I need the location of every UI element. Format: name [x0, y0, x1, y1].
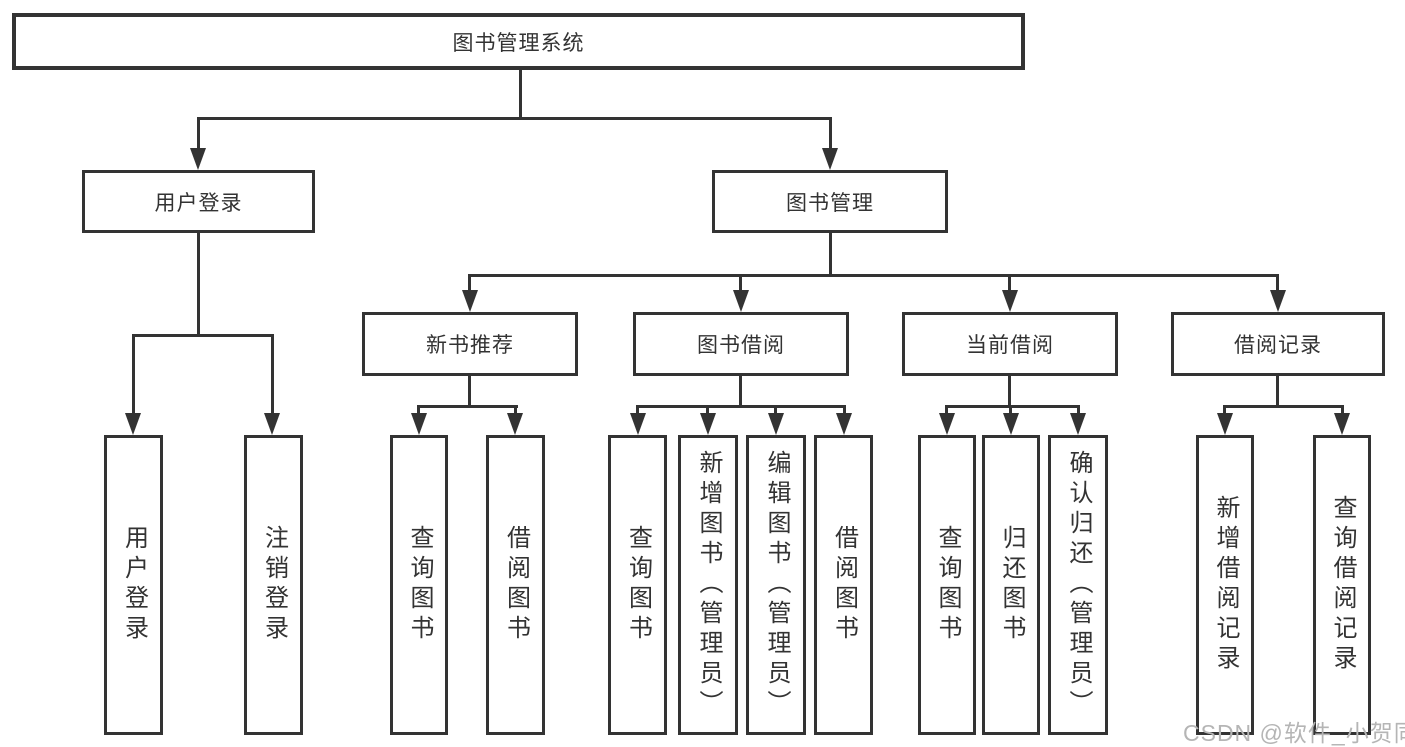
leaf-label: 借阅图书 — [502, 525, 530, 645]
node-book-management: 图书管理 — [712, 170, 948, 233]
arrowhead — [411, 413, 427, 435]
connector — [197, 117, 832, 120]
connector — [636, 405, 639, 417]
connector — [1276, 274, 1279, 292]
leaf-label: 确认归还（管理员） — [1065, 450, 1092, 720]
connector — [1008, 274, 1011, 292]
arrowhead — [264, 413, 280, 435]
connector — [197, 233, 200, 336]
connector — [829, 233, 832, 276]
node-label: 用户登录 — [154, 191, 243, 215]
node-library-management-system: 图书管理系统 — [12, 13, 1025, 70]
leaf-query-books-recommend: 查询图书 — [390, 435, 448, 735]
leaf-label: 注销登录 — [260, 525, 288, 645]
leaf-user-login: 用户登录 — [104, 435, 163, 735]
leaf-label: 借阅图书 — [830, 525, 858, 645]
connector — [774, 405, 777, 417]
arrowhead — [733, 290, 749, 312]
node-new-book-recommend: 新书推荐 — [362, 312, 578, 376]
arrowhead — [507, 413, 523, 435]
leaf-confirm-return-admin: 确认归还（管理员） — [1048, 435, 1108, 735]
connector — [1223, 405, 1226, 417]
arrowhead — [190, 148, 206, 170]
connector — [271, 334, 274, 415]
node-borrow-records: 借阅记录 — [1171, 312, 1385, 376]
csdn-watermark: CSDN @软件_小贺同学 — [1183, 720, 1405, 746]
leaf-logout: 注销登录 — [244, 435, 303, 735]
arrowhead — [125, 413, 141, 435]
leaf-label: 归还图书 — [998, 525, 1025, 645]
leaf-label: 新增图书（管理员） — [695, 450, 722, 720]
connector — [1077, 405, 1080, 417]
leaf-borrow-books: 借阅图书 — [814, 435, 873, 735]
node-book-borrowing: 图书借阅 — [633, 312, 849, 376]
connector — [197, 117, 200, 150]
connector — [132, 334, 135, 415]
arrowhead — [768, 413, 784, 435]
node-label: 借阅记录 — [1234, 334, 1322, 357]
leaf-borrow-books-recommend: 借阅图书 — [486, 435, 545, 735]
connector — [1341, 405, 1344, 417]
connector — [1276, 376, 1279, 407]
connector — [132, 334, 274, 337]
connector — [843, 405, 846, 417]
connector — [1223, 405, 1344, 408]
connector — [468, 376, 471, 407]
leaf-query-books-borrowing: 查询图书 — [608, 435, 667, 735]
connector — [739, 376, 742, 407]
arrowhead — [1217, 413, 1233, 435]
connector — [706, 405, 709, 417]
leaf-query-books-current: 查询图书 — [918, 435, 976, 735]
leaf-query-borrow-record: 查询借阅记录 — [1313, 435, 1371, 735]
leaf-edit-books-admin: 编辑图书（管理员） — [746, 435, 806, 735]
connector — [519, 70, 522, 118]
connector — [417, 405, 518, 408]
connector — [636, 405, 846, 408]
connector — [945, 405, 948, 417]
arrowhead — [939, 413, 955, 435]
leaf-return-books: 归还图书 — [982, 435, 1040, 735]
connector — [945, 405, 1080, 408]
leaf-label: 查询借阅记录 — [1329, 495, 1356, 675]
connector — [514, 405, 517, 417]
arrowhead — [822, 148, 838, 170]
connector — [829, 117, 832, 150]
connector — [468, 274, 471, 292]
arrowhead — [1070, 413, 1086, 435]
arrowhead — [700, 413, 716, 435]
connector — [1009, 405, 1012, 417]
arrowhead — [836, 413, 852, 435]
leaf-label: 新增借阅记录 — [1212, 495, 1239, 675]
connector — [417, 405, 420, 417]
leaf-label: 编辑图书（管理员） — [763, 450, 790, 720]
node-label: 图书管理系统 — [452, 31, 585, 55]
leaf-label: 用户登录 — [120, 525, 148, 645]
connector — [739, 274, 742, 292]
arrowhead — [630, 413, 646, 435]
node-label: 当前借阅 — [966, 334, 1054, 357]
arrowhead — [1334, 413, 1350, 435]
arrowhead — [1002, 290, 1018, 312]
node-current-borrowing: 当前借阅 — [902, 312, 1118, 376]
arrowhead — [1270, 290, 1286, 312]
arrowhead — [1003, 413, 1019, 435]
connector — [468, 274, 1279, 277]
node-label: 图书借阅 — [697, 334, 785, 357]
leaf-label: 查询图书 — [934, 525, 961, 645]
node-user-login: 用户登录 — [82, 170, 315, 233]
leaf-add-books-admin: 新增图书（管理员） — [678, 435, 738, 735]
arrowhead — [462, 290, 478, 312]
leaf-label: 查询图书 — [406, 525, 433, 645]
node-label: 新书推荐 — [426, 334, 514, 357]
leaf-add-borrow-record: 新增借阅记录 — [1196, 435, 1254, 735]
connector — [1008, 376, 1011, 407]
node-label: 图书管理 — [786, 191, 874, 215]
leaf-label: 查询图书 — [624, 525, 652, 645]
